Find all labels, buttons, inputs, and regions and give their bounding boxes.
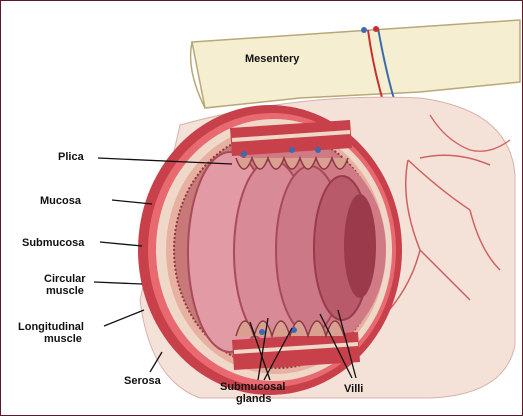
wall-cut-bottom [232,321,360,370]
label-submucosa: Submucosa [22,237,85,249]
label-villi: Villi [344,383,363,395]
label-longitudinal-muscle-line2: muscle [44,333,82,345]
label-longitudinal-muscle-line1: Longitudinal [18,321,84,333]
label-mesentery: Mesentery [245,53,300,65]
label-serosa: Serosa [124,375,162,387]
label-circular-muscle-line1: Circular [44,273,86,285]
lumen-with-plicae [188,142,386,358]
label-mucosa: Mucosa [40,195,82,207]
label-submucosal-glands-line2: glands [236,393,271,405]
label-submucosal-glands-line1: Submucosal [220,381,285,393]
label-circular-muscle-line2: muscle [46,285,84,297]
wall-cut-top [230,120,352,169]
label-plica: Plica [58,151,85,163]
